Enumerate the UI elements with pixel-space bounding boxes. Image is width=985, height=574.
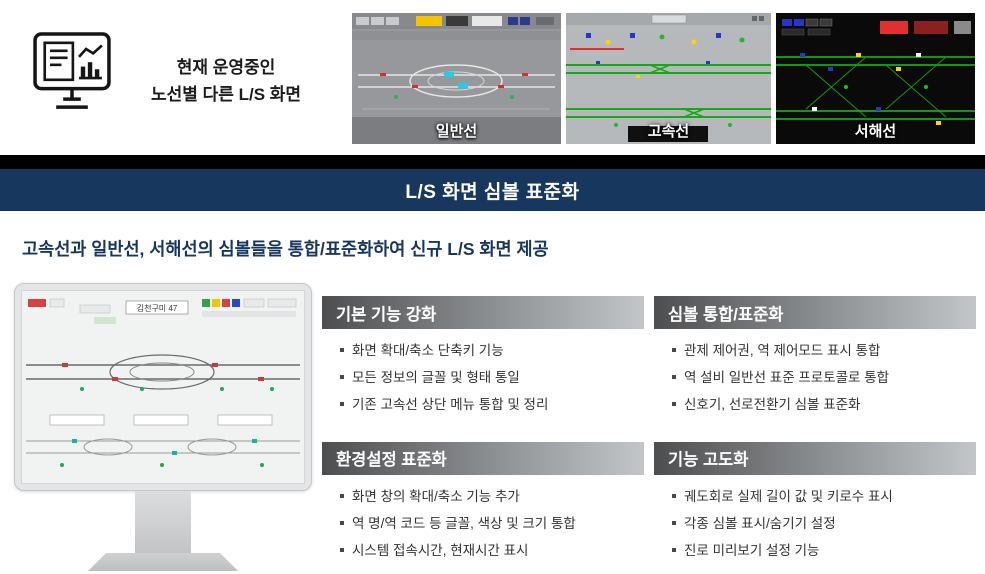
feature-items-symbol-standardization: 관제 제어권, 역 제어모드 표시 통합 역 설비 일반선 표준 프로토콜로 통… bbox=[654, 329, 976, 428]
section-banner-title: L/S 화면 심볼 표준화 bbox=[405, 181, 580, 203]
feature-item: 화면 창의 확대/축소 기능 추가 bbox=[340, 488, 640, 506]
monitor-stand-neck bbox=[135, 491, 191, 553]
section-subtitle: 고속선과 일반선, 서해선의 심볼들을 통합/표준화하여 신규 L/S 화면 제… bbox=[22, 239, 549, 259]
feature-items-settings-standardization: 화면 창의 확대/축소 기능 추가 역 명/역 코드 등 글꼴, 색상 및 크기… bbox=[322, 475, 644, 574]
monitor-chart-icon bbox=[28, 24, 116, 118]
feature-item: 기존 고속선 상단 메뉴 통합 및 정리 bbox=[340, 396, 640, 414]
feature-item: 시스템 접속시간, 현재시간 표시 bbox=[340, 542, 640, 560]
feature-item: 관제 제어권, 역 제어모드 표시 통합 bbox=[672, 342, 972, 360]
screenshot-label: 일반선 bbox=[435, 123, 478, 140]
feature-header-advanced-functions: 기능 고도화 bbox=[654, 441, 976, 475]
monitor-mockup: 김천구미 47 bbox=[14, 283, 312, 573]
intro-line-1: 현재 운영중인 bbox=[176, 58, 276, 77]
feature-header-symbol-standardization: 심볼 통합/표준화 bbox=[654, 296, 976, 329]
feature-item: 진로 미리보기 설정 기능 bbox=[672, 542, 972, 560]
seohae-line-thumbnail bbox=[776, 13, 975, 144]
screenshot-seohae-line: 서해선 bbox=[776, 13, 975, 144]
screenshot-general-line: 일반선 bbox=[352, 13, 561, 144]
feature-item: 모든 정보의 글꼴 및 형태 통일 bbox=[340, 369, 640, 387]
feature-item: 신호기, 선로전환기 심볼 표준화 bbox=[672, 396, 972, 414]
black-divider-bar bbox=[0, 155, 985, 169]
feature-item: 각종 심볼 표시/숨기기 설정 bbox=[672, 515, 972, 533]
highspeed-line-thumbnail bbox=[566, 13, 771, 144]
features-grid: 기본 기능 강화 화면 확대/축소 단축키 기능 모든 정보의 글꼴 및 형태 … bbox=[322, 296, 976, 573]
intro-line-2: 노선별 다른 L/S 화면 bbox=[150, 85, 302, 105]
monitor-frame: 김천구미 47 bbox=[14, 283, 312, 491]
ls-screen-diagram: 김천구미 47 bbox=[21, 290, 305, 484]
feature-items-basic-functions: 화면 확대/축소 단축키 기능 모든 정보의 글꼴 및 형태 통일 기존 고속선… bbox=[322, 329, 644, 428]
feature-item: 역 설비 일반선 표준 프로토콜로 통합 bbox=[672, 369, 972, 387]
feature-item: 역 명/역 코드 등 글꼴, 색상 및 크기 통합 bbox=[340, 515, 640, 533]
feature-header-basic-functions: 기본 기능 강화 bbox=[322, 296, 644, 329]
feature-basic-functions: 기본 기능 강화 화면 확대/축소 단축키 기능 모든 정보의 글꼴 및 형태 … bbox=[322, 296, 644, 428]
diagram-station-label: 김천구미 47 bbox=[137, 303, 178, 313]
feature-item: 화면 확대/축소 단축키 기능 bbox=[340, 342, 640, 360]
screenshot-label: 서해선 bbox=[854, 123, 897, 140]
screenshot-label: 고속선 bbox=[647, 123, 690, 140]
screenshot-highspeed-line: 고속선 bbox=[566, 13, 771, 144]
feature-items-advanced-functions: 궤도회로 실제 길이 값 및 키로수 표시 각종 심볼 표시/숨기기 설정 진로… bbox=[654, 475, 976, 574]
feature-settings-standardization: 환경설정 표준화 화면 창의 확대/축소 기능 추가 역 명/역 코드 등 글꼴… bbox=[322, 441, 644, 574]
monitor-stand-base bbox=[88, 553, 238, 571]
general-line-thumbnail bbox=[352, 13, 561, 144]
section-banner: L/S 화면 심볼 표준화 bbox=[0, 169, 985, 211]
feature-item: 궤도회로 실제 길이 값 및 키로수 표시 bbox=[672, 488, 972, 506]
feature-symbol-standardization: 심볼 통합/표준화 관제 제어권, 역 제어모드 표시 통합 역 설비 일반선 … bbox=[654, 296, 976, 428]
intro-text: 현재 운영중인 노선별 다른 L/S 화면 bbox=[108, 54, 344, 108]
feature-advanced-functions: 기능 고도화 궤도회로 실제 길이 값 및 키로수 표시 각종 심볼 표시/숨기… bbox=[654, 441, 976, 574]
feature-header-settings-standardization: 환경설정 표준화 bbox=[322, 441, 644, 475]
